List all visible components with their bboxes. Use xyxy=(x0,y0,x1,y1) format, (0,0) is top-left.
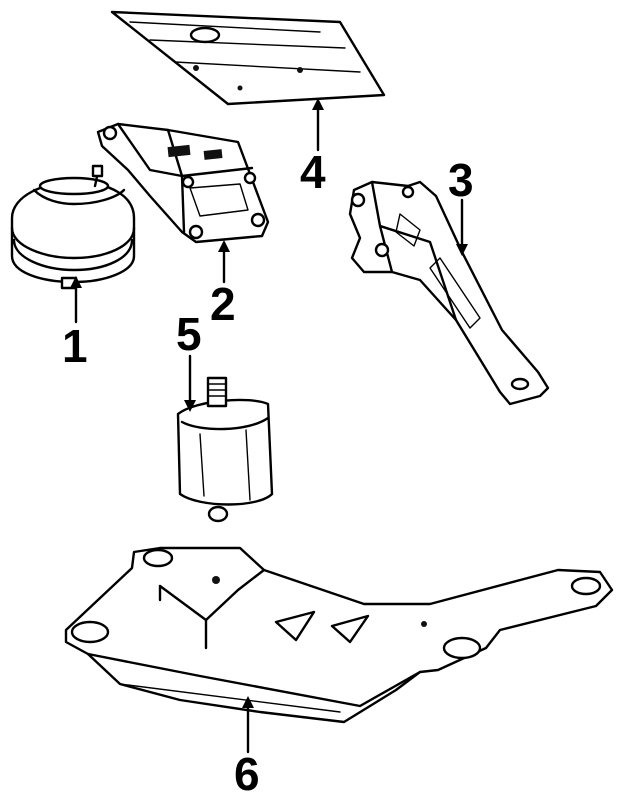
heat-shield-plate xyxy=(110,10,386,106)
transmission-mount xyxy=(176,376,274,523)
leader-arrows xyxy=(70,98,468,754)
support-bracket xyxy=(348,180,550,406)
callout-5: 5 xyxy=(176,308,202,360)
callout-2: 2 xyxy=(210,278,236,330)
callout-3: 3 xyxy=(448,154,474,206)
callout-4: 4 xyxy=(300,146,326,198)
engine-mount xyxy=(10,164,136,290)
transmission-crossmember xyxy=(64,546,614,724)
callout-6: 6 xyxy=(234,748,260,800)
engine-mount-bracket xyxy=(96,122,270,244)
callout-1: 1 xyxy=(62,320,88,372)
